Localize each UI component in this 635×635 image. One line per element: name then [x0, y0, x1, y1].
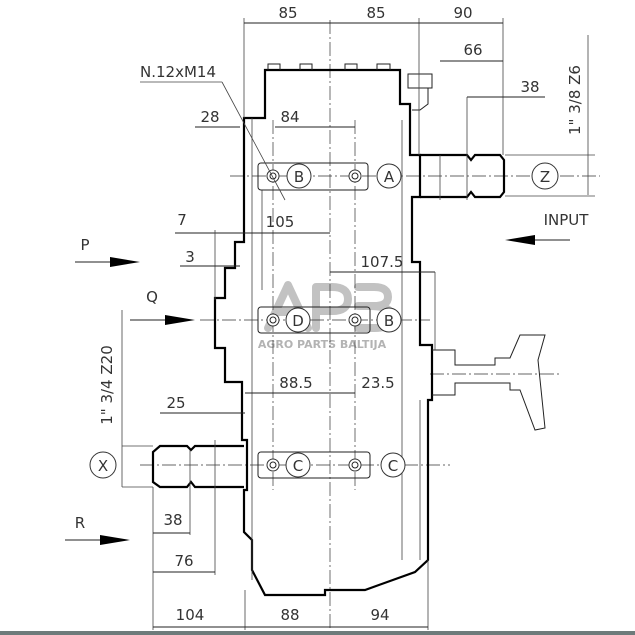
dim-28: 28: [200, 108, 219, 126]
port-c-right: C: [388, 457, 398, 475]
dim-105: 105: [266, 213, 295, 231]
dim-38-output: 38: [163, 511, 182, 529]
dim-84: 84: [280, 108, 299, 126]
arrow-q-label: Q: [146, 288, 158, 306]
watermark-text: AGRO PARTS BALTIJA: [258, 338, 387, 351]
dim-94: 94: [370, 606, 389, 624]
input-thread-label: 1" 3/8 Z6: [566, 65, 584, 135]
input-shaft: [420, 153, 506, 200]
arrow-r-label: R: [75, 514, 85, 532]
dim-38-input: 38: [520, 78, 539, 96]
dim-76: 76: [174, 552, 193, 570]
gearbox-body: [213, 63, 434, 597]
dim-66: 66: [463, 41, 482, 59]
dimension-lines: [121, 18, 595, 630]
dim-85-right: 85: [366, 4, 385, 22]
port-d: D: [292, 312, 304, 330]
shift-lever[interactable]: [432, 334, 546, 431]
flow-arrows: P Q R INPUT: [65, 211, 589, 545]
arrow-r-icon: [100, 535, 130, 545]
arrow-input-icon: [505, 235, 535, 245]
dimension-texts: 85 85 90 66 38 1" 3/8 Z6 N.12xM14 28 84 …: [98, 4, 584, 624]
dim-3: 3: [185, 248, 195, 266]
port-labels: B A Z D B C C X: [89, 162, 559, 479]
port-z: Z: [540, 168, 550, 186]
arrow-p-label: P: [80, 236, 89, 254]
port-a: A: [384, 168, 395, 186]
arrow-q-icon: [165, 315, 195, 325]
port-c-left: C: [293, 457, 303, 475]
port-b-top: B: [294, 168, 304, 186]
dim-85-left: 85: [278, 4, 297, 22]
dim-104: 104: [176, 606, 205, 624]
port-b-mid: B: [384, 312, 394, 330]
dim-88-5: 88.5: [279, 374, 312, 392]
port-x: X: [98, 457, 108, 475]
output-thread-label: 1" 3/4 Z20: [98, 345, 116, 424]
dim-25: 25: [166, 394, 185, 412]
bolt-note: N.12xM14: [140, 63, 216, 81]
port-plates: [257, 162, 371, 479]
dim-23-5: 23.5: [361, 374, 394, 392]
arrow-p-icon: [110, 257, 140, 267]
dim-90: 90: [453, 4, 472, 22]
footer-bar: [0, 631, 635, 635]
output-shaft: [151, 440, 244, 575]
input-label: INPUT: [544, 211, 590, 229]
dim-7: 7: [177, 211, 187, 229]
dim-88: 88: [280, 606, 299, 624]
dim-107-5: 107.5: [361, 253, 404, 271]
